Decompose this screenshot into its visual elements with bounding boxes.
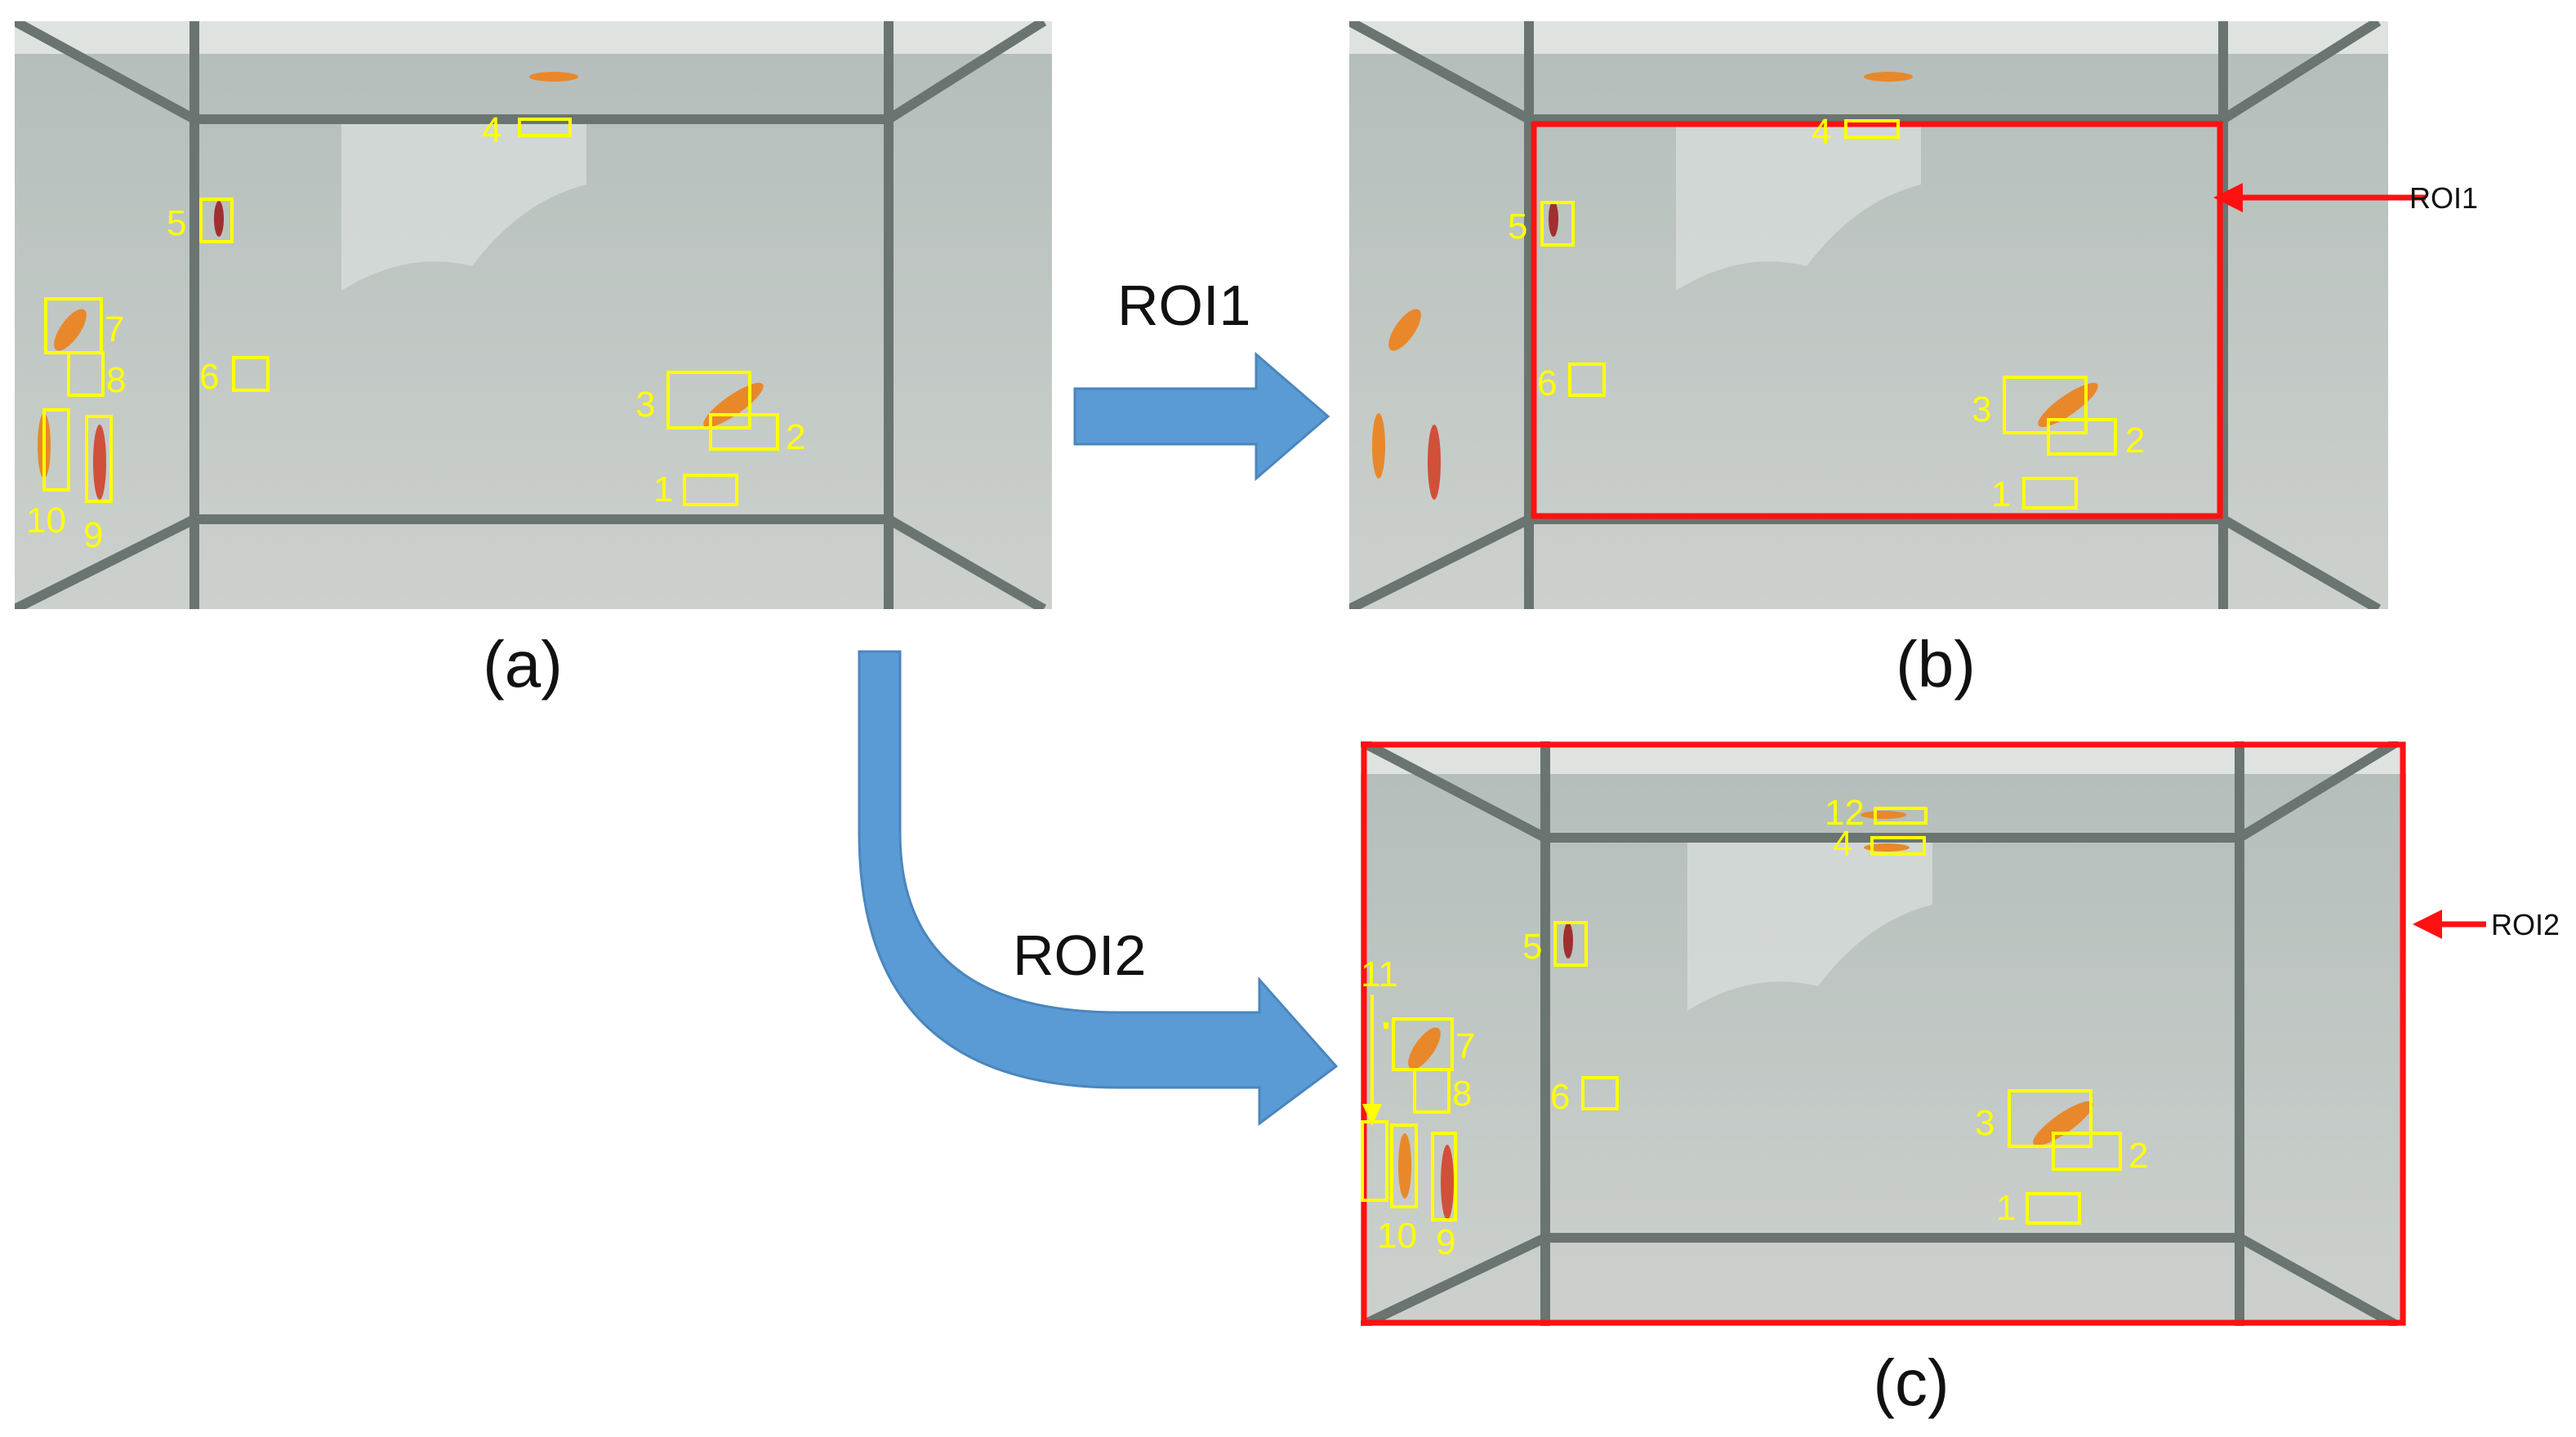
- box-4: [518, 118, 572, 137]
- label-2: 2: [786, 417, 805, 457]
- box-6: [1568, 363, 1606, 397]
- box-11: [1361, 1120, 1388, 1202]
- panel-a: 4 5 7 8 6 3 2 1 10 9: [15, 21, 1052, 609]
- label-4: 4: [482, 110, 501, 150]
- roi1-pointer-arrow: [2213, 183, 2426, 212]
- fish-group: [1398, 811, 2093, 1220]
- box-11-marker: [1384, 1022, 1388, 1029]
- tank-image-a: 4 5 7 8 6 3 2 1 10 9: [15, 21, 1052, 609]
- roi2-pointer-arrow: [2413, 910, 2486, 939]
- label-8: 8: [106, 360, 126, 400]
- box-6: [1581, 1076, 1619, 1110]
- label-1: 1: [1991, 474, 2011, 514]
- detection-boxes-a: [42, 118, 779, 506]
- box-labels-a: 4 5 7 8 6 3 2 1 10 9: [26, 110, 805, 555]
- label-7: 7: [105, 309, 124, 349]
- caption-c: (c): [1873, 1346, 1950, 1419]
- label-6: 6: [1550, 1077, 1570, 1117]
- box-8: [1413, 1068, 1451, 1114]
- box-2: [2047, 418, 2117, 456]
- box-4: [1870, 836, 1926, 856]
- flow-arrow-roi1: [1073, 351, 1330, 482]
- label-2: 2: [2128, 1136, 2148, 1176]
- flow-arrow-roi2: [858, 650, 1339, 1126]
- box-11-pointer: [1362, 994, 1383, 1126]
- box-5: [199, 198, 234, 243]
- label-9: 9: [1436, 1222, 1455, 1262]
- box-2: [709, 413, 779, 451]
- label-5: 5: [1522, 927, 1542, 967]
- roi1-rectangle: [1531, 121, 2223, 519]
- caption-b: (b): [1896, 628, 1976, 701]
- surface-reflection: [1676, 119, 1921, 291]
- tank-rim: [1349, 21, 2388, 54]
- surface-reflection: [1687, 839, 1932, 1011]
- label-1: 1: [1996, 1188, 2016, 1228]
- tank-rim: [15, 21, 1052, 54]
- box-10: [42, 408, 70, 492]
- detection-boxes-b: [1540, 119, 2117, 509]
- label-3: 3: [1975, 1103, 1994, 1143]
- box-1: [2022, 477, 2078, 509]
- box-4: [1844, 119, 1900, 139]
- label-8: 8: [1452, 1074, 1472, 1114]
- box-1: [2026, 1192, 2081, 1225]
- box-5: [1553, 921, 1588, 967]
- label-10: 10: [26, 501, 66, 541]
- box-1: [683, 474, 738, 506]
- box-12: [1874, 807, 1928, 825]
- label-5: 5: [1508, 207, 1527, 247]
- surface-reflection: [341, 119, 586, 291]
- label-3: 3: [1972, 389, 1991, 429]
- label-6: 6: [199, 357, 219, 397]
- caption-a: (a): [483, 628, 563, 701]
- label-7: 7: [1455, 1026, 1475, 1066]
- label-4: 4: [1812, 112, 1831, 152]
- box-labels-c: 12 4 5 11 7 8 6 3 2 1 10 9: [1361, 793, 2148, 1262]
- label-11: 11: [1361, 954, 1398, 994]
- label-2: 2: [2125, 420, 2145, 460]
- panel-c: 12 4 5 11 7 8 6 3 2 1 10 9: [1361, 741, 2406, 1326]
- label-4: 4: [1833, 824, 1852, 864]
- box-6: [232, 356, 270, 392]
- panel-b: 4 5 6 3 2 1: [1349, 21, 2388, 609]
- box-10: [1390, 1123, 1418, 1208]
- box-5: [1540, 201, 1575, 247]
- box-9: [85, 415, 113, 503]
- label-10: 10: [1377, 1216, 1417, 1256]
- detection-boxes-c: [1361, 807, 2122, 1225]
- fish-group: [1372, 72, 2098, 500]
- tank-image-c: 12 4 5 11 7 8 6 3 2 1 10 9: [1361, 741, 2406, 1326]
- label-5: 5: [167, 203, 186, 243]
- box-3: [2008, 1089, 2092, 1148]
- label-3: 3: [635, 385, 655, 425]
- flow-label-roi2: ROI2: [1013, 923, 1147, 987]
- box-9: [1431, 1132, 1457, 1221]
- box-labels-b: 4 5 6 3 2 1: [1508, 112, 2145, 514]
- label-1: 1: [653, 469, 673, 509]
- roi2-rectangle: [1361, 741, 2406, 1326]
- box-2: [2052, 1132, 2122, 1171]
- tank-image-b: 4 5 6 3 2 1: [1349, 21, 2388, 609]
- roi2-side-label: ROI2: [2491, 908, 2560, 941]
- label-12: 12: [1825, 793, 1865, 833]
- label-6: 6: [1537, 363, 1557, 403]
- roi1-side-label: ROI1: [2409, 181, 2479, 215]
- box-3: [2003, 376, 2088, 434]
- box-8: [67, 351, 105, 397]
- flow-label-roi1: ROI1: [1117, 274, 1251, 337]
- label-9: 9: [83, 515, 103, 555]
